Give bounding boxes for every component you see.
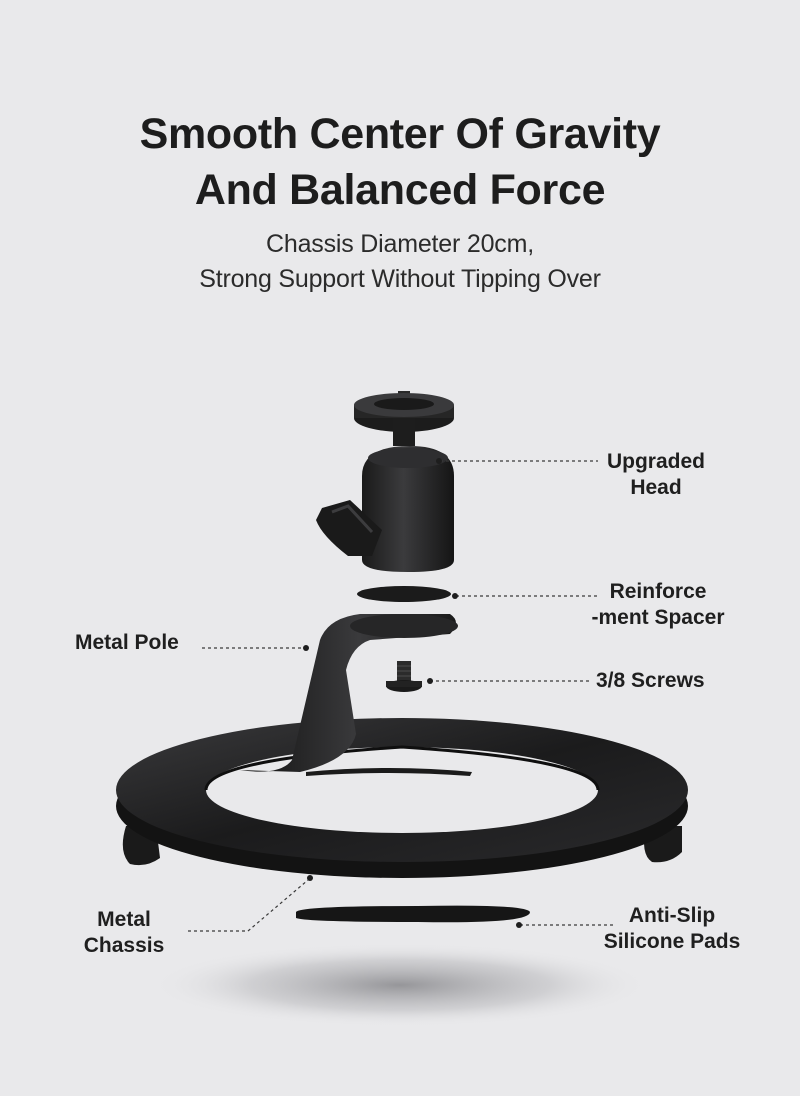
page-title-line-1: Smooth Center Of Gravity (139, 110, 661, 158)
ground-shadow (150, 943, 650, 1027)
leader-dots (303, 458, 522, 928)
leader-lines (188, 460, 614, 932)
label-chassis-line-2: Chassis (83, 934, 165, 957)
chassis-ring-graphic (116, 718, 688, 878)
label-pads-line-2: Silicone Pads (603, 930, 741, 953)
pole-graphic (240, 614, 456, 772)
label-metal-chassis: Metal Chassis (74, 907, 174, 959)
label-upgraded-head: Upgraded Head (596, 449, 716, 501)
page-title-line-2: And Balanced Force (194, 166, 606, 214)
label-reinforcement-spacer: Reinforce -ment Spacer (578, 579, 738, 631)
pad-graphic (296, 905, 530, 923)
spacer-graphic (357, 586, 451, 602)
label-upgraded-head-line-2: Head (630, 476, 682, 499)
ball-head-graphic (316, 391, 454, 572)
label-spacer-line-1: Reinforce (609, 580, 707, 603)
label-metal-pole: Metal Pole (75, 631, 179, 654)
subtitle-line-1: Chassis Diameter 20cm, (266, 230, 534, 258)
label-chassis-line-1: Metal (97, 908, 151, 931)
label-screws: 3/8 Screws (596, 669, 705, 692)
label-upgraded-head-line-1: Upgraded (606, 450, 705, 473)
label-anti-slip-pads: Anti-Slip Silicone Pads (592, 903, 752, 955)
label-spacer-line-2: -ment Spacer (591, 606, 725, 629)
subtitle-line-2: Strong Support Without Tipping Over (199, 265, 601, 293)
label-pads-line-1: Anti-Slip (628, 904, 716, 927)
screw-graphic (386, 661, 422, 692)
